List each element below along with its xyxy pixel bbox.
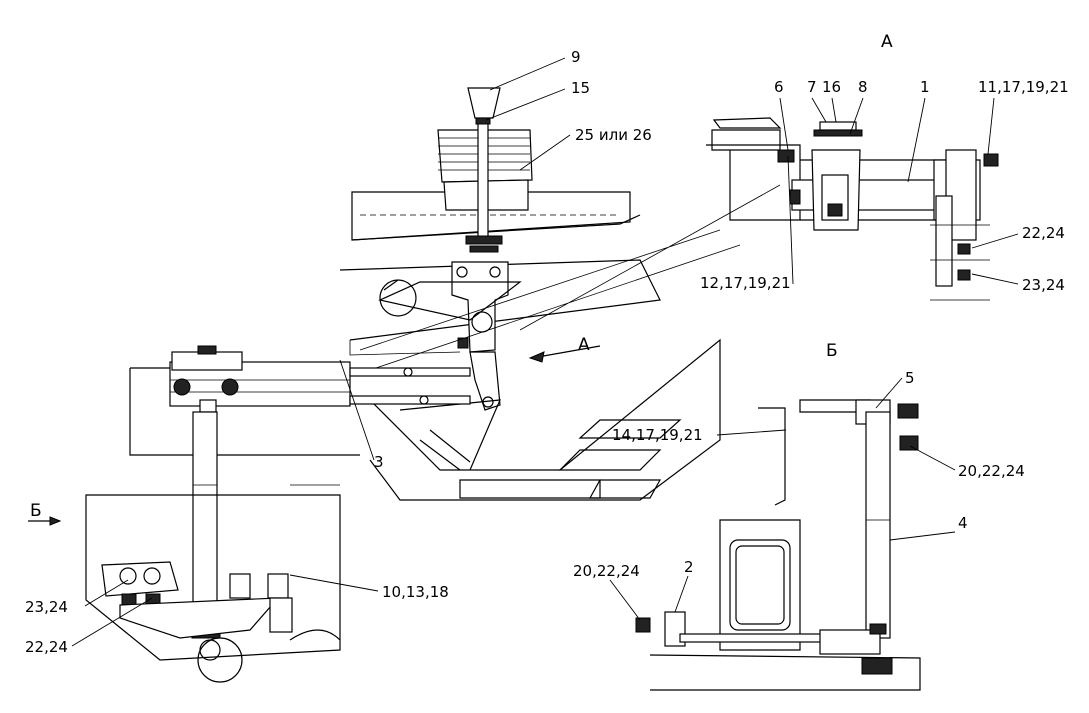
lower-bracket (101, 561, 341, 683)
callout-9: 9 (571, 48, 581, 66)
callout-11-17-19-21: 11,17,19,21 (978, 78, 1069, 96)
callout-12-17-19-21: 12,17,19,21 (700, 274, 791, 292)
link-rods (129, 345, 471, 456)
view-a-title: А (881, 32, 893, 52)
callout-16: 16 (822, 78, 841, 96)
callout-20-22-24-right: 20,22,24 (958, 462, 1025, 480)
callout-25-or-26: 25 или 26 (575, 126, 652, 144)
leader-lines (71, 57, 1019, 647)
view-b-title: Б (826, 341, 838, 361)
view-arrow-a (528, 345, 601, 363)
callout-6: 6 (774, 78, 784, 96)
callout-1: 1 (920, 78, 930, 96)
view-b-arrow-label: Б (30, 501, 42, 521)
view-b (635, 399, 921, 691)
main-view (85, 87, 781, 683)
callout-22-24-left: 22,24 (25, 638, 68, 656)
callout-10-13-18: 10,13,18 (382, 583, 449, 601)
view-arrow-b (28, 516, 62, 526)
callout-22-24-right: 22,24 (1022, 224, 1065, 242)
view-a (706, 117, 999, 301)
callout-3: 3 (374, 453, 384, 471)
callout-8: 8 (858, 78, 868, 96)
shift-lever (451, 87, 509, 411)
callout-23-24-right: 23,24 (1022, 276, 1065, 294)
view-a-arrow-label: А (578, 335, 590, 355)
callout-15: 15 (571, 79, 590, 97)
callout-20-22-24-left: 20,22,24 (573, 562, 640, 580)
callout-14-17-19-21: 14,17,19,21 (612, 426, 703, 444)
callout-23-24-left: 23,24 (25, 598, 68, 616)
callout-5: 5 (905, 369, 915, 387)
callout-7: 7 (807, 78, 817, 96)
callout-2: 2 (684, 558, 694, 576)
cab-steps (369, 338, 721, 501)
callout-4: 4 (958, 514, 968, 532)
